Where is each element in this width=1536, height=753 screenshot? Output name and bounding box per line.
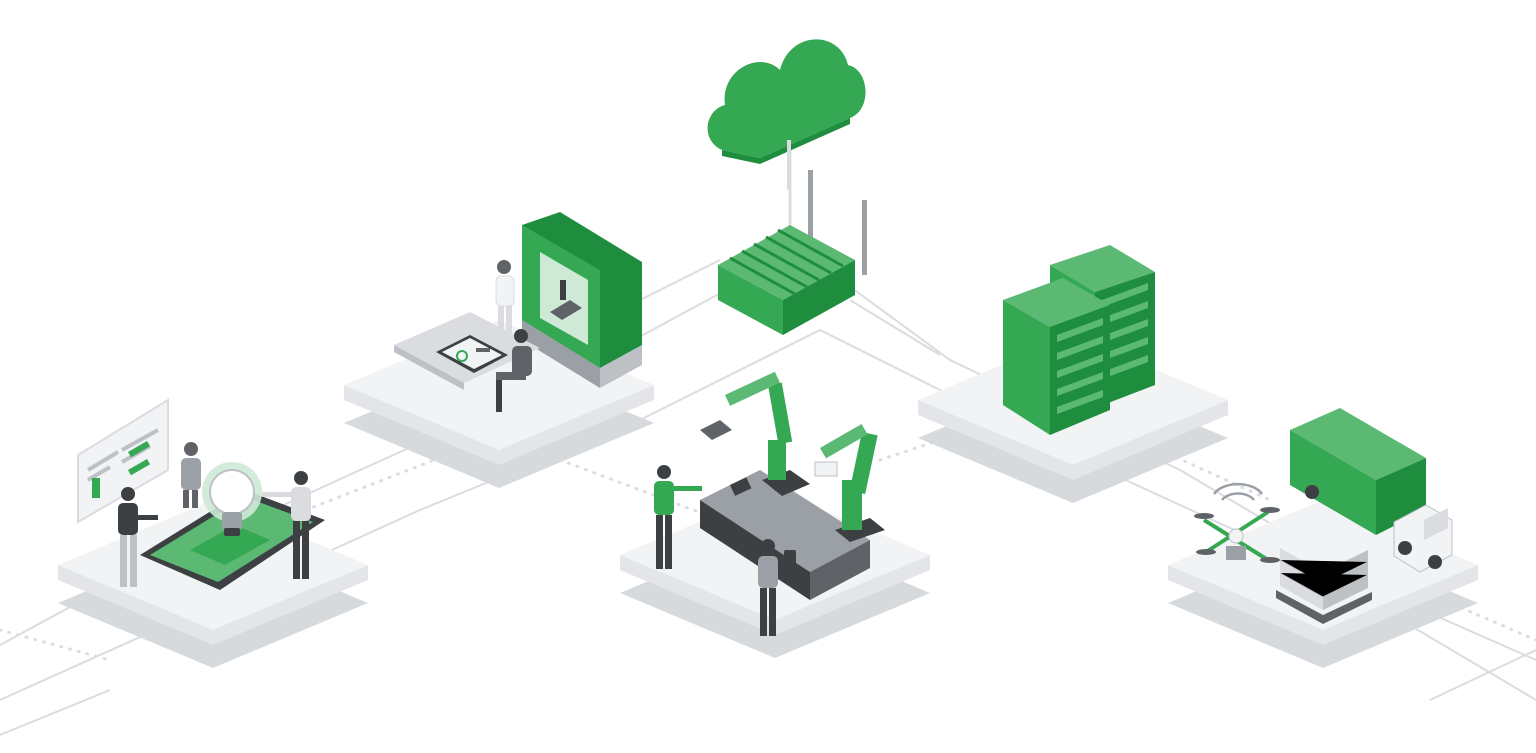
manufacturing-scene [654,371,885,636]
dotted-path [1418,588,1536,642]
conveyor-belt-icon [700,470,870,600]
robotic-arm-icon [700,371,810,496]
tablet-icon [140,490,325,590]
dotted-path [0,628,112,662]
person-icon [262,471,311,579]
drone-icon [1194,507,1280,563]
3d-printer-icon [522,212,642,388]
connector-line [0,689,111,736]
logistics-scene [1194,408,1453,624]
wireless-signal-icon [791,523,809,541]
edge-gateway-icon [718,170,867,335]
lightbulb-icon [202,462,262,536]
person-icon [181,442,201,508]
person-icon [654,465,702,569]
connector-line [849,299,941,356]
person-icon [496,329,532,412]
delivery-truck-icon [1290,408,1453,573]
server-rack-icon [1003,278,1110,435]
person-icon [495,260,515,336]
cloud-icon [707,39,866,190]
connector-line [639,259,721,301]
dotted-path [558,458,722,522]
whiteboard-icon [77,398,169,524]
robotic-arm-icon [814,424,885,542]
connector-line [1429,649,1536,701]
person-icon [118,487,158,587]
prototyping-scene [394,212,642,412]
datacenter-scene [1003,245,1155,435]
person-icon [758,539,796,636]
design-scene [77,398,325,590]
dotted-path [278,448,462,522]
pallet-boxes-icon [1276,526,1372,624]
wireless-signal-icon [1212,482,1264,501]
